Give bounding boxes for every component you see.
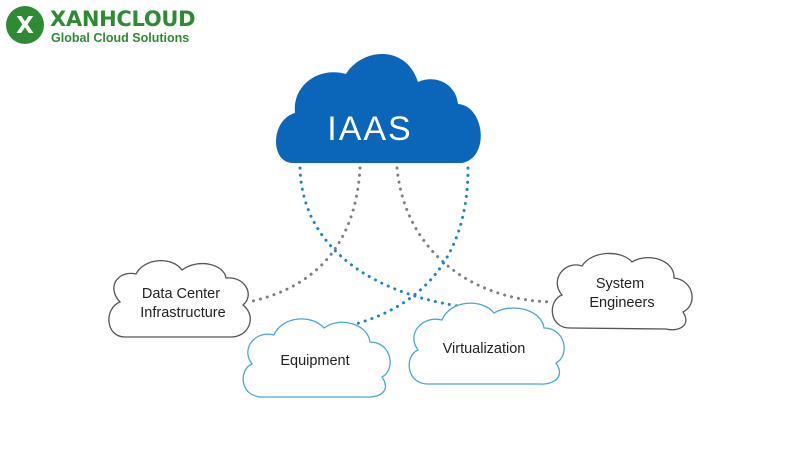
connectors [251, 166, 554, 328]
iaas-cloud: IAAS [275, 53, 481, 163]
virtualization-cloud-shape [408, 302, 565, 385]
virtualization-label: Virtualization [443, 341, 526, 357]
system-engineers-label-line-1: System [596, 276, 644, 292]
iaas-label: IAAS [327, 110, 412, 148]
system-engineers-label: System Engineers [589, 276, 654, 311]
brand-tagline: Global Cloud Solutions [51, 31, 189, 45]
brand-logo: X XANHCLOUD Global Cloud Solutions [6, 6, 196, 45]
data-center-label-line-2: Infrastructure [140, 305, 225, 321]
brand-name: XANHCLOUD [50, 7, 195, 31]
data-center-label-line-1: Data Center [142, 286, 220, 302]
system-engineers-label-line-2: Engineers [589, 295, 654, 311]
system-engineers-cloud-shape [551, 252, 693, 331]
data-center-label: Data Center Infrastructure [140, 286, 225, 321]
equipment-label: Equipment [280, 353, 349, 369]
logo-circle [6, 6, 44, 44]
iaas-cloud-shape [275, 53, 481, 163]
node-virtualization: Virtualization [408, 302, 565, 385]
equipment-cloud-shape [242, 318, 391, 398]
node-system-engineers: System Engineers [551, 252, 693, 331]
node-data-center: Data Center Infrastructure [108, 260, 251, 338]
node-equipment: Equipment [242, 318, 391, 398]
logo-letter-icon: X [16, 13, 34, 39]
connector-equipment [346, 166, 470, 328]
data-center-cloud-shape [108, 260, 251, 338]
connector-data-center [251, 166, 362, 303]
connector-system-engineers [395, 166, 554, 304]
connector-virtualization [298, 166, 460, 308]
